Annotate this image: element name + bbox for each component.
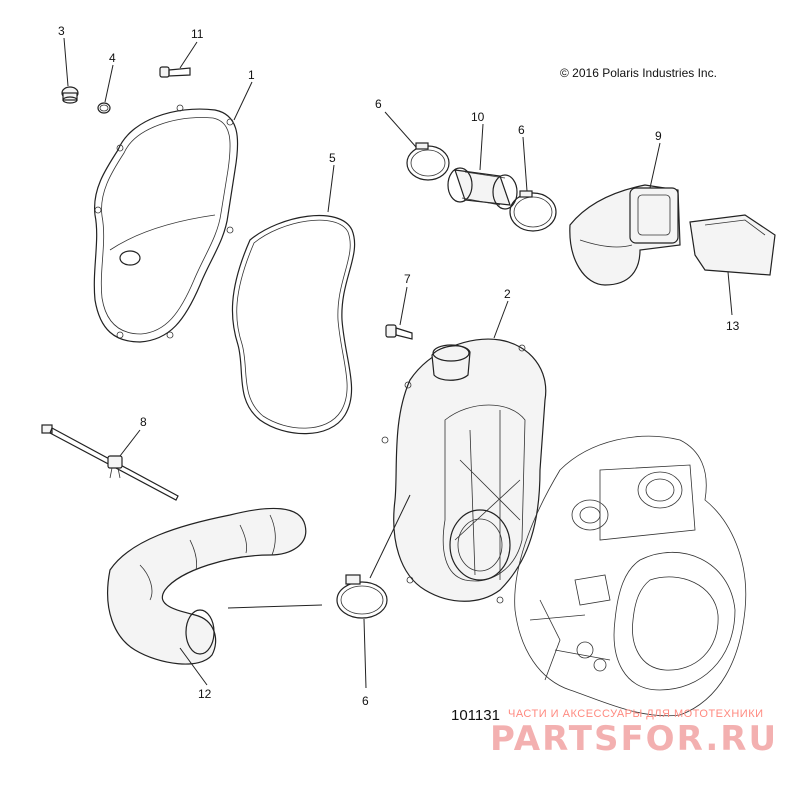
callout-6-upper-right: 6 (518, 123, 525, 137)
copyright-text: © 2016 Polaris Industries Inc. (560, 66, 717, 80)
leader-lines (63, 37, 733, 689)
watermark-tagline: ЧАСТИ И АКСЕССУАРЫ ДЛЯ МОТОТЕХНИКИ (508, 708, 764, 720)
figure-number: 101131 (451, 707, 500, 724)
transmission-housing (514, 435, 747, 717)
part-8-cable-tie (41, 424, 179, 501)
callout-8: 8 (140, 415, 147, 429)
part-6-clamp-upper-left (406, 142, 450, 181)
part-11-bolt (159, 66, 191, 78)
callout-6-lower: 6 (362, 694, 369, 708)
part-12-duct-hose (107, 507, 307, 665)
callout-10: 10 (471, 110, 485, 124)
part-5-gasket (231, 214, 356, 435)
callout-4: 4 (109, 51, 116, 65)
part-9-intake-duct (569, 184, 681, 286)
callout-12: 12 (198, 687, 212, 701)
watermark-brand: PARTSFOR.RU (490, 719, 778, 759)
part-1-outer-cover (93, 104, 239, 343)
watermark: ЧАСТИ И АКСЕССУАРЫ ДЛЯ МОТОТЕХНИКИ PARTS… (490, 708, 778, 759)
callout-7: 7 (404, 272, 411, 286)
callout-13: 13 (726, 319, 740, 333)
callout-11: 11 (191, 27, 204, 41)
callout-3: 3 (58, 24, 65, 38)
part-10-coupler (447, 167, 518, 210)
part-4-o-ring (97, 102, 111, 114)
part-7-bolt (385, 324, 413, 340)
callout-labels: 3 4 11 1 5 6 10 6 9 7 2 13 8 12 6 (58, 24, 740, 708)
part-6-clamp-upper-right (509, 190, 557, 232)
part-6-clamp-lower (336, 574, 388, 619)
part-13-duct-cover (689, 214, 776, 276)
callout-2: 2 (504, 287, 511, 301)
part-3-plug (61, 86, 79, 104)
callout-9: 9 (655, 129, 662, 143)
part-2-inner-cover (381, 338, 547, 604)
callout-5: 5 (329, 151, 336, 165)
callout-1: 1 (248, 68, 255, 82)
callout-6-upper-left: 6 (375, 97, 382, 111)
